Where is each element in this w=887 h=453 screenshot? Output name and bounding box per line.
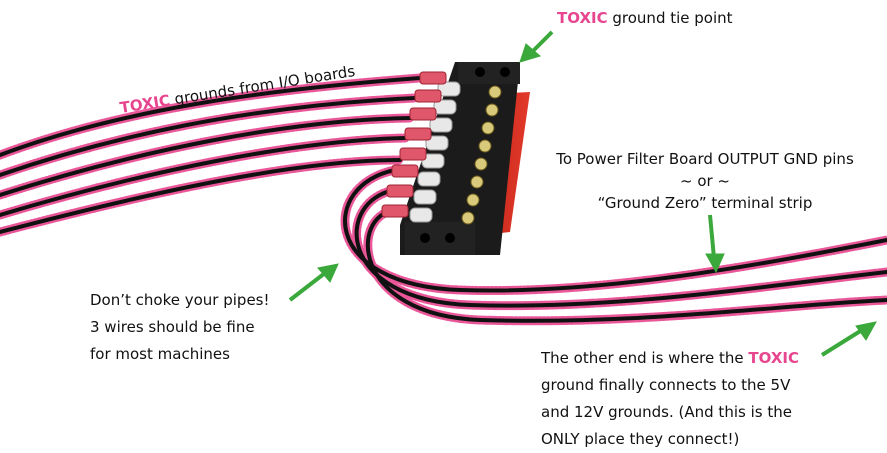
io-wires [0, 73, 425, 237]
other-line-3: and 12V grounds. (And this is the [541, 403, 792, 421]
filter-line-1: To Power Filter Board OUTPUT GND pins [556, 150, 854, 168]
crimp-connectors [381, 71, 447, 218]
power-filter-label: To Power Filter Board OUTPUT GND pins ~ … [540, 148, 870, 214]
arrow-icon [288, 30, 877, 357]
choke-line-1: Don’t choke your pipes! [90, 291, 270, 309]
filter-line-3: “Ground Zero” terminal strip [597, 194, 813, 212]
terminal-screws [461, 85, 502, 225]
toxic-word: TOXIC [118, 91, 172, 117]
choke-pipes-label: Don’t choke your pipes! 3 wires should b… [90, 287, 270, 368]
other-line-1: The other end is where the TOXIC [541, 345, 799, 372]
output-wires [340, 165, 887, 326]
other-line-2: ground finally connects to the 5V [541, 376, 791, 394]
arrow-other-end [820, 321, 877, 357]
other-line-4: ONLY place they connect!) [541, 430, 740, 448]
arrow-tie-point [519, 30, 554, 63]
other-end-label: The other end is where the TOXIC ground … [541, 345, 799, 453]
arrow-choke [288, 263, 339, 302]
filter-line-2: ~ or ~ [679, 172, 731, 190]
toxic-word: TOXIC [748, 349, 800, 367]
tie-point-label: TOXIC ground tie point [557, 5, 733, 32]
choke-line-2: 3 wires should be fine [90, 318, 255, 336]
choke-line-3: for most machines [90, 345, 230, 363]
other-line-1-text: The other end is where the [541, 349, 744, 367]
arrow-filter [705, 214, 725, 274]
terminal-lugs [409, 81, 461, 223]
terminal-block-icon [381, 62, 530, 255]
tie-point-text: ground tie point [612, 9, 733, 27]
toxic-word: TOXIC [557, 9, 608, 27]
